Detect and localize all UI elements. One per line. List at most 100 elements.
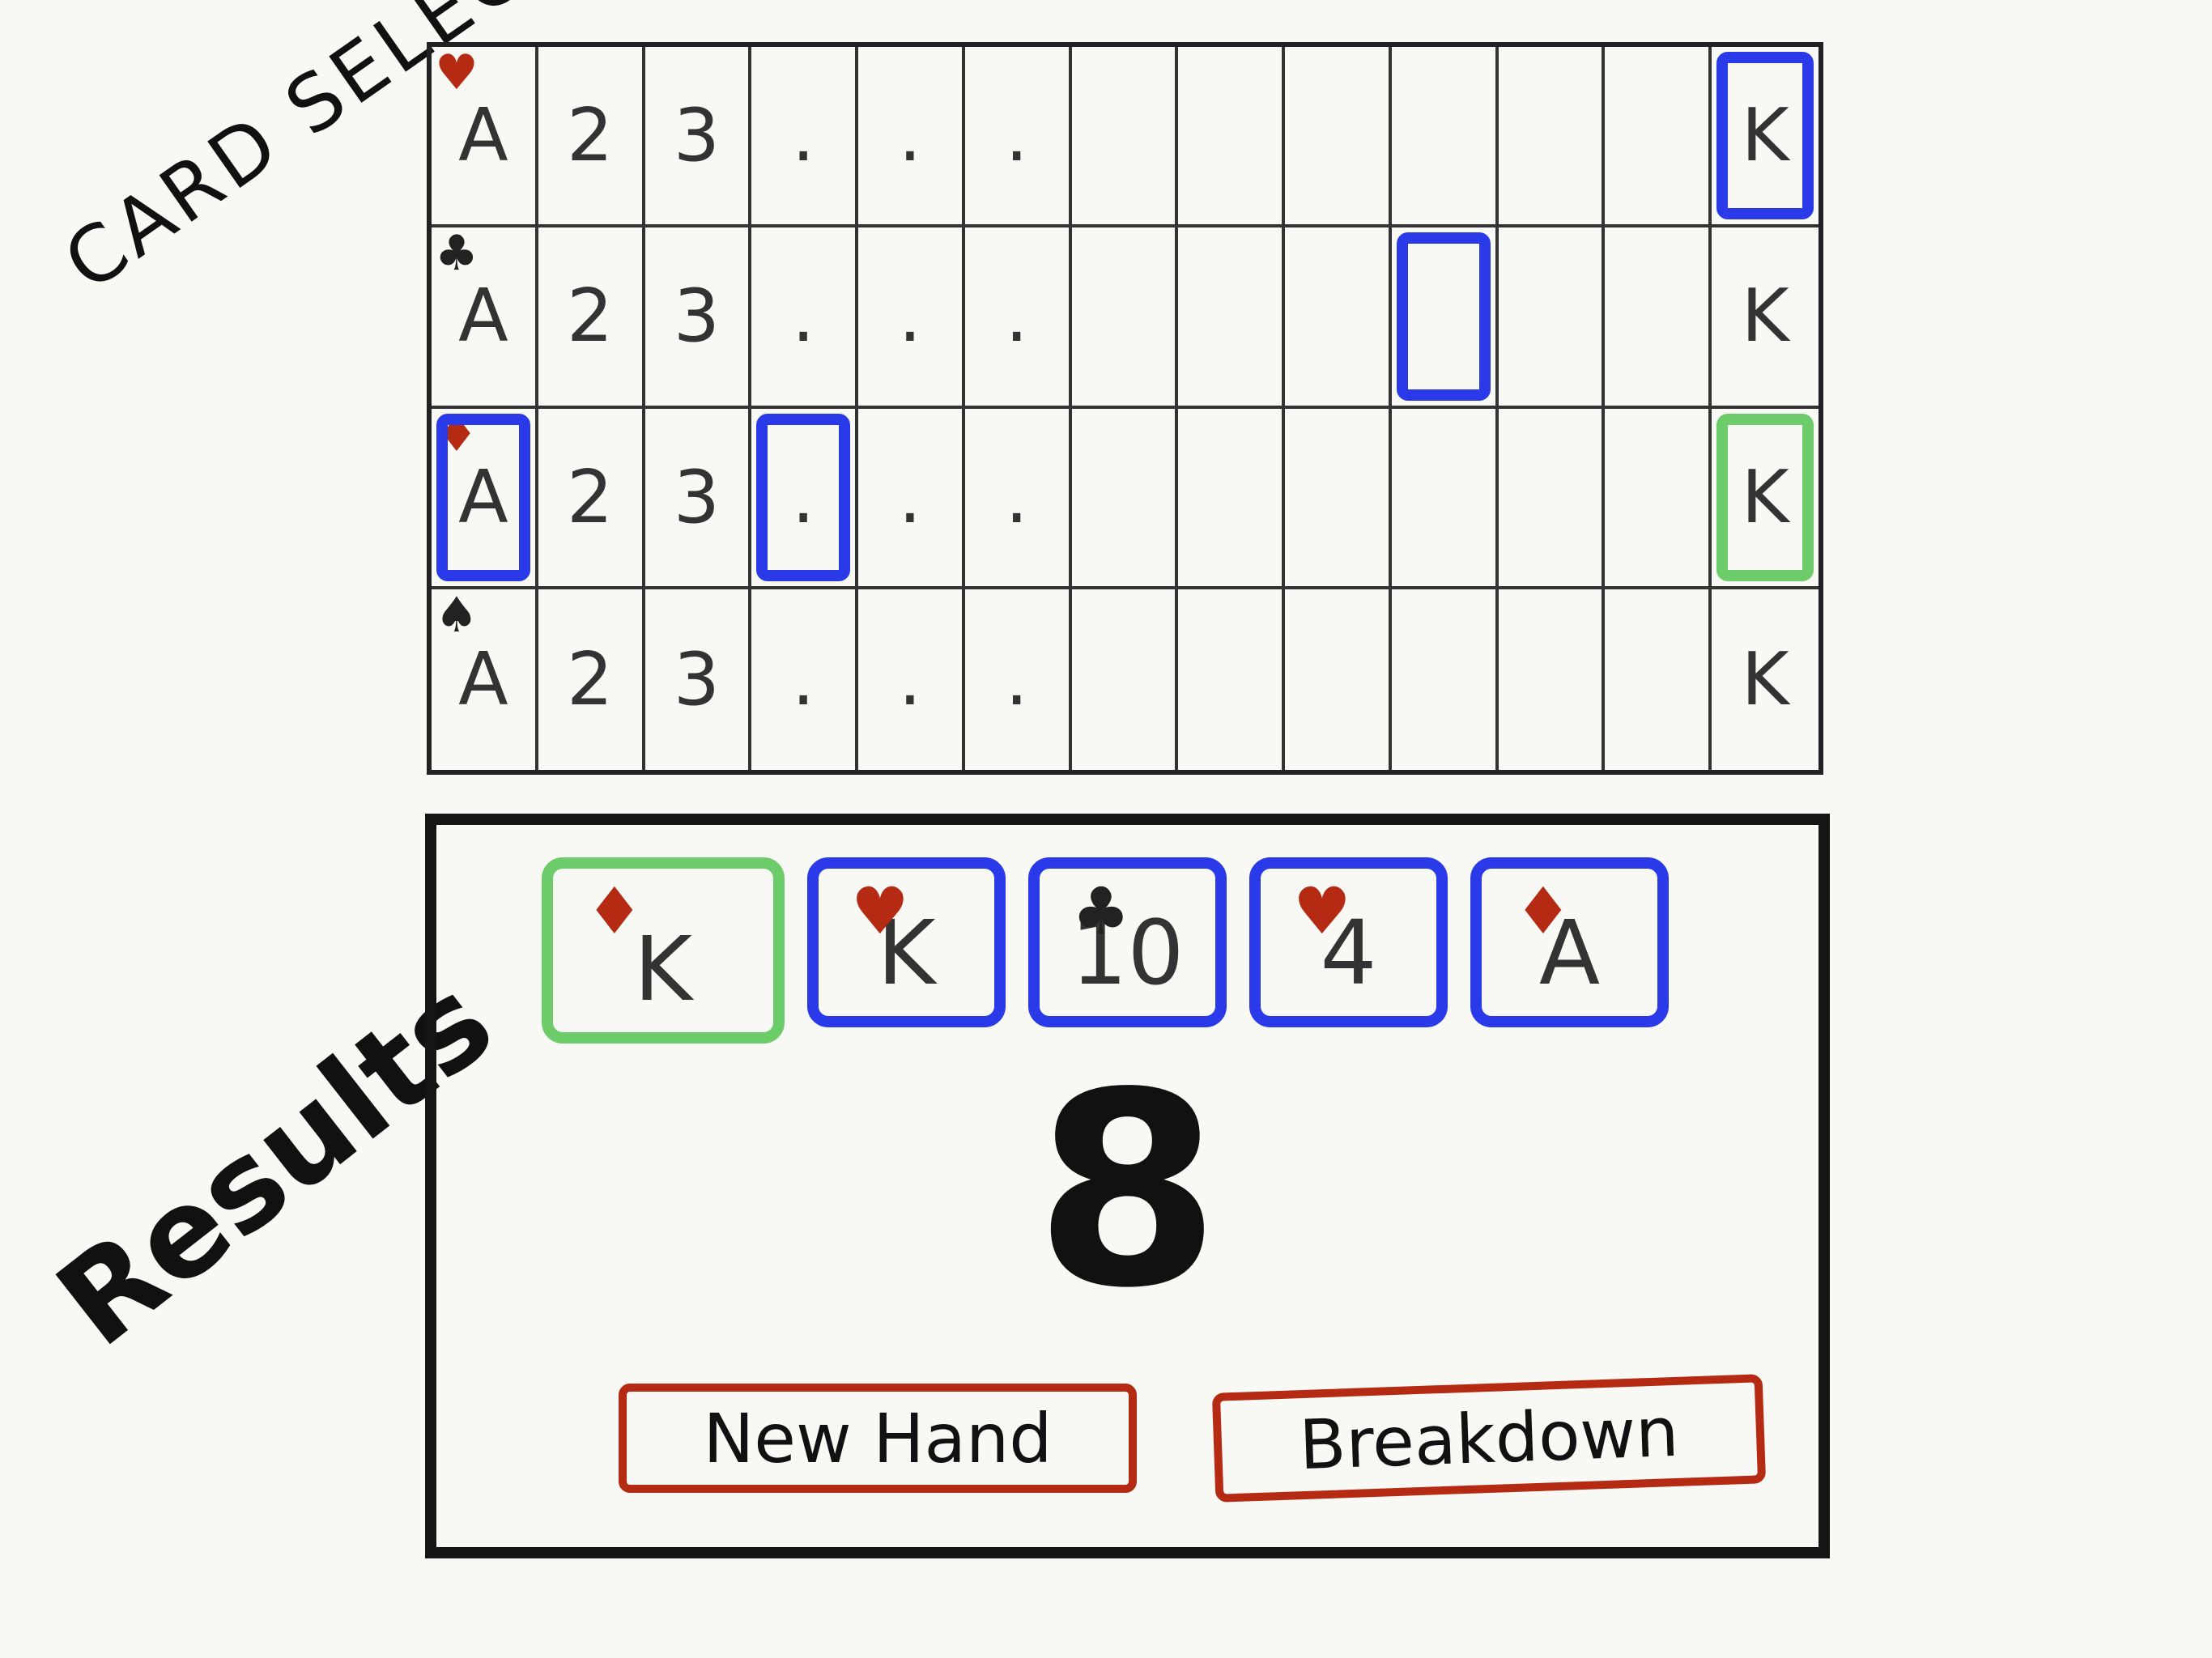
hand-row: ♦K♥K♣10♥4♦A [542, 857, 1669, 1044]
card-cell-diamonds-13[interactable]: K [1712, 409, 1819, 589]
card-rank-label: . [791, 636, 815, 722]
card-cell-hearts-12[interactable] [1605, 47, 1712, 228]
hand-card[interactable]: ♦K [542, 857, 785, 1044]
hand-card-rank: K [877, 901, 936, 1005]
card-rank-label: K [1741, 274, 1789, 359]
card-cell-clubs-2[interactable]: 2 [538, 227, 645, 409]
card-cell-hearts-3[interactable]: 3 [644, 47, 752, 228]
card-cell-clubs-4[interactable]: . [751, 227, 859, 409]
card-cell-clubs-9[interactable] [1285, 227, 1392, 409]
card-cell-hearts-11[interactable] [1498, 47, 1606, 228]
card-cell-diamonds-7[interactable] [1071, 408, 1179, 589]
spades-icon: ♠ [435, 586, 479, 644]
card-rank-label: A [458, 454, 508, 540]
card-cell-hearts-8[interactable] [1178, 47, 1286, 228]
card-cell-hearts-2[interactable]: 2 [538, 47, 645, 228]
hand-card[interactable]: ♦A [1470, 857, 1669, 1027]
card-rank-label: K [1741, 636, 1789, 722]
hearts-icon: ♥ [435, 45, 479, 101]
card-cell-spades-9[interactable] [1285, 589, 1392, 770]
card-rank-label: 3 [673, 93, 721, 179]
card-cell-hearts-5[interactable]: . [858, 47, 965, 228]
card-rank-label: . [791, 274, 815, 359]
card-rank-label: 2 [567, 93, 614, 179]
hand-card[interactable]: ♥4 [1249, 857, 1448, 1027]
hand-card[interactable]: ♣10 [1028, 857, 1227, 1027]
card-rank-label: . [791, 454, 815, 540]
card-cell-hearts-9[interactable] [1285, 47, 1392, 228]
card-cell-clubs-8[interactable] [1178, 227, 1286, 409]
card-cell-diamonds-12[interactable] [1605, 408, 1712, 589]
new-hand-button[interactable]: New Hand [619, 1384, 1137, 1493]
card-cell-diamonds-4[interactable]: . [751, 408, 859, 589]
card-cell-spades-11[interactable] [1499, 589, 1606, 770]
card-cell-diamonds-6[interactable]: . [964, 408, 1072, 589]
card-cell-clubs-7[interactable] [1071, 227, 1179, 409]
card-cell-hearts-6[interactable]: . [964, 47, 1072, 228]
card-rank-label: . [1005, 274, 1029, 359]
card-rank-label: 3 [673, 274, 721, 359]
card-cell-clubs-1[interactable]: ♣A [432, 225, 538, 409]
card-rank-label: 3 [673, 636, 721, 722]
hand-score: 8 [1034, 1035, 1221, 1346]
card-cell-diamonds-11[interactable] [1498, 408, 1606, 589]
card-cell-diamonds-5[interactable]: . [858, 408, 965, 589]
card-cell-diamonds-1[interactable]: ♦A [432, 406, 538, 589]
breakdown-button[interactable]: Breakdown [1211, 1374, 1767, 1503]
results-panel: ♦K♥K♣10♥4♦A 8 New Hand Breakdown [425, 814, 1830, 1558]
card-cell-spades-1[interactable]: ♠A [432, 589, 538, 770]
card-cell-spades-13[interactable]: K [1712, 589, 1819, 770]
card-cell-spades-2[interactable]: 2 [538, 589, 645, 770]
diamonds-icon: ♦ [435, 406, 479, 463]
card-cell-spades-10[interactable] [1392, 589, 1499, 770]
card-rank-label: 3 [673, 454, 721, 540]
card-rank-label: . [1005, 636, 1029, 722]
card-rank-label: 2 [567, 274, 614, 359]
card-cell-hearts-1[interactable]: ♥A [432, 45, 538, 228]
card-cell-clubs-10[interactable] [1391, 227, 1499, 409]
card-rank-label: . [898, 93, 922, 179]
card-cell-diamonds-10[interactable] [1391, 408, 1499, 589]
card-rank-label: . [1005, 454, 1029, 540]
card-cell-clubs-11[interactable] [1498, 227, 1606, 409]
card-cell-hearts-4[interactable]: . [751, 47, 859, 228]
hand-card-rank: 4 [1320, 901, 1377, 1005]
hand-card[interactable]: ♥K [807, 857, 1006, 1027]
card-cell-diamonds-3[interactable]: 3 [644, 408, 752, 589]
card-rank-label: K [1741, 93, 1789, 179]
card-cell-diamonds-8[interactable] [1178, 408, 1286, 589]
card-cell-spades-8[interactable] [1178, 589, 1286, 770]
card-rank-label: . [1005, 93, 1029, 179]
card-cell-hearts-10[interactable] [1391, 47, 1499, 228]
hand-card-rank: K [633, 917, 693, 1021]
suit-icon: ♥ [851, 874, 909, 949]
card-cell-clubs-3[interactable]: 3 [644, 227, 752, 409]
card-cell-diamonds-9[interactable] [1285, 408, 1392, 589]
card-rank-label: A [458, 636, 508, 722]
suit-icon: ♦ [1514, 874, 1572, 949]
card-rank-label: . [898, 636, 922, 722]
card-cell-spades-7[interactable] [1072, 589, 1179, 770]
card-cell-clubs-13[interactable]: K [1712, 227, 1819, 409]
card-cell-spades-3[interactable]: 3 [645, 589, 752, 770]
card-rank-label: K [1741, 454, 1789, 540]
card-cell-spades-12[interactable] [1605, 589, 1712, 770]
card-cell-spades-5[interactable]: . [858, 589, 965, 770]
card-cell-hearts-13[interactable]: K [1712, 47, 1819, 228]
card-cell-clubs-12[interactable] [1605, 227, 1712, 409]
suit-icon: ♦ [585, 874, 644, 949]
clubs-icon: ♣ [435, 225, 479, 283]
suit-icon: ♥ [1293, 874, 1351, 949]
hand-card-rank: 10 [1070, 901, 1185, 1005]
card-cell-spades-6[interactable]: . [965, 589, 1072, 770]
card-cell-clubs-6[interactable]: . [964, 227, 1072, 409]
card-rank-label: A [458, 274, 508, 359]
card-rank-label: . [898, 454, 922, 540]
card-cell-hearts-7[interactable] [1071, 47, 1179, 228]
card-cell-clubs-5[interactable]: . [858, 227, 965, 409]
card-cell-diamonds-2[interactable]: 2 [538, 408, 645, 589]
card-rank-label: 2 [567, 454, 614, 540]
card-cell-spades-4[interactable]: . [751, 589, 859, 770]
card-rank-label: 2 [567, 636, 614, 722]
